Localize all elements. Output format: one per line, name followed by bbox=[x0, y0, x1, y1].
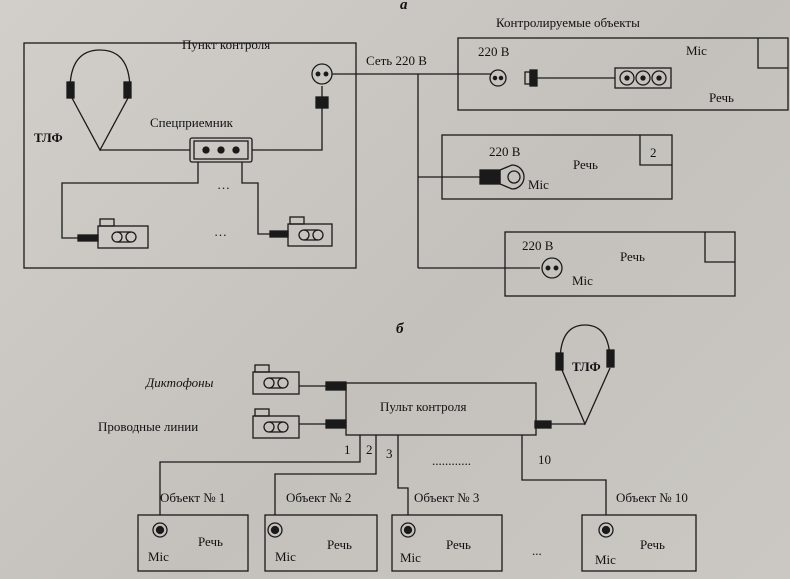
socket-icon bbox=[311, 63, 333, 85]
line-2 bbox=[274, 435, 377, 515]
object-b10-box bbox=[581, 514, 697, 572]
wired-lines-label: Проводные линии bbox=[98, 419, 199, 434]
object-2-number: 2 bbox=[650, 145, 657, 160]
objects-dots: ... bbox=[532, 543, 542, 558]
object-b1-mic-label: Mic bbox=[148, 549, 169, 564]
console-label: Пульт контроля bbox=[380, 399, 467, 414]
control-point-title: Пункт контроля bbox=[182, 37, 271, 52]
network-label: Сеть 220 В bbox=[366, 53, 427, 68]
console-phone-plug-icon bbox=[534, 420, 552, 429]
object-b1-box bbox=[137, 514, 249, 572]
part-a-letter: а bbox=[400, 0, 408, 13]
object-b2-box bbox=[264, 514, 378, 572]
object-b3-title: Объект № 3 bbox=[414, 490, 480, 505]
special-receiver-icon bbox=[189, 137, 253, 163]
object-2-lamp-icon bbox=[479, 164, 525, 190]
recorder-1-plug-icon bbox=[77, 234, 99, 242]
objects-title: Контролируемые объекты bbox=[496, 15, 640, 30]
object-b10-mic-icon bbox=[598, 522, 614, 538]
object-b2-speech: Речь bbox=[327, 537, 352, 552]
headphones-icon bbox=[66, 49, 132, 152]
object-1-corner-tab bbox=[757, 38, 788, 69]
line-10-number: 10 bbox=[538, 452, 551, 467]
object-b1-speech: Речь bbox=[198, 534, 223, 549]
object-2-mic-label: Mic bbox=[528, 177, 549, 192]
object-1-box bbox=[457, 37, 789, 111]
object-1-speech: Речь bbox=[709, 90, 734, 105]
recorder-b1-icon bbox=[252, 364, 300, 395]
phone-b-label: ТЛФ bbox=[572, 359, 601, 374]
object-3-voltage: 220 В bbox=[522, 238, 554, 253]
object-b10-mic-label: Mic bbox=[595, 552, 616, 567]
object-2-box bbox=[441, 134, 673, 200]
recorder-dots: … bbox=[214, 224, 227, 239]
recorder-b2-plug-icon bbox=[325, 419, 347, 429]
recorder-2-icon bbox=[287, 216, 333, 247]
object-1-socket-icon bbox=[489, 69, 507, 87]
object-b2-title: Объект № 2 bbox=[286, 490, 352, 505]
line-10 bbox=[521, 435, 607, 515]
object-b3-box bbox=[391, 514, 503, 572]
object-1-mic-plug-icon bbox=[524, 69, 538, 87]
receiver-label: Спецприемник bbox=[150, 115, 233, 130]
receiver-dots: … bbox=[217, 177, 230, 192]
object-1-triple-socket-icon bbox=[614, 67, 672, 89]
object-3-mic-label: Mic bbox=[572, 273, 593, 288]
object-b2-mic-label: Mic bbox=[275, 549, 296, 564]
object-1-mic-label: Mic bbox=[686, 43, 707, 58]
object-3-speech: Речь bbox=[620, 249, 645, 264]
object-2-corner-tab bbox=[639, 135, 672, 166]
part-b-letter: б bbox=[396, 321, 404, 337]
line-3 bbox=[397, 435, 409, 515]
object-b10-speech: Речь bbox=[640, 537, 665, 552]
receiver-to-plug-wire bbox=[252, 108, 323, 151]
line-1-number: 1 bbox=[344, 442, 351, 457]
object-3-socket-icon bbox=[541, 257, 563, 279]
object-b3-mic-label: Mic bbox=[400, 550, 421, 565]
object-b1-title: Объект № 1 bbox=[160, 490, 226, 505]
headphones-b-icon bbox=[555, 324, 615, 426]
wire-to-recorder-1 bbox=[61, 162, 199, 239]
object-b3-speech: Речь bbox=[446, 537, 471, 552]
recorder-b1-plug-icon bbox=[325, 381, 347, 391]
object-2-voltage: 220 В bbox=[489, 144, 521, 159]
object-1-voltage: 220 В bbox=[478, 44, 510, 59]
line-1 bbox=[159, 435, 361, 515]
object-b10-title: Объект № 10 bbox=[616, 490, 688, 505]
recorders-label: Диктофоны bbox=[146, 375, 214, 390]
object-3-box bbox=[504, 231, 736, 297]
object-3-corner-tab bbox=[704, 232, 735, 263]
line-3-number: 3 bbox=[386, 446, 393, 461]
object-b3-mic-icon bbox=[400, 522, 416, 538]
control-point-box bbox=[23, 42, 357, 269]
object-b1-mic-icon bbox=[152, 522, 168, 538]
phone-label: ТЛФ bbox=[34, 130, 63, 145]
control-console-box bbox=[345, 382, 537, 436]
object-2-speech: Речь bbox=[573, 157, 598, 172]
line-2-number: 2 bbox=[366, 442, 373, 457]
plug-icon bbox=[315, 96, 329, 109]
lines-dots: ............ bbox=[432, 453, 471, 468]
recorder-2-plug-icon bbox=[269, 230, 289, 238]
recorder-b2-icon bbox=[252, 408, 300, 439]
wire-to-recorder-2 bbox=[241, 162, 272, 235]
recorder-1-icon bbox=[97, 218, 149, 249]
object-b2-mic-icon bbox=[267, 522, 283, 538]
